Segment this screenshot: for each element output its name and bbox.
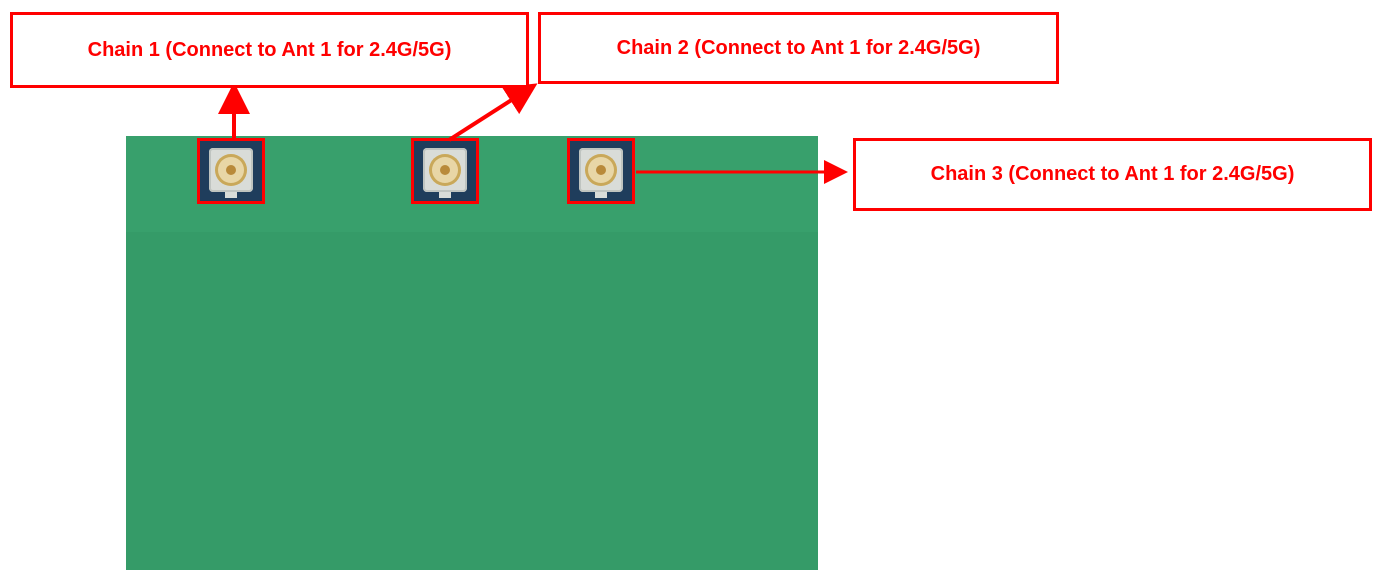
chain1-connector xyxy=(197,138,265,204)
chain2-connector xyxy=(411,138,479,204)
chain3-callout: Chain 3 (Connect to Ant 1 for 2.4G/5G) xyxy=(853,138,1372,211)
chain2-arrow xyxy=(447,83,538,142)
chain1-label: Chain 1 (Connect to Ant 1 for 2.4G/5G) xyxy=(87,38,452,61)
rf-connector-icon xyxy=(209,148,253,192)
chain1-callout: Chain 1 (Connect to Ant 1 for 2.4G/5G) xyxy=(10,12,529,88)
chain3-connector xyxy=(567,138,635,204)
rf-connector-icon xyxy=(579,148,623,192)
rf-connector-icon xyxy=(423,148,467,192)
chain2-callout: Chain 2 (Connect to Ant 1 for 2.4G/5G) xyxy=(538,12,1059,84)
chain3-label: Chain 3 (Connect to Ant 1 for 2.4G/5G) xyxy=(930,163,1295,185)
chain2-label: Chain 2 (Connect to Ant 1 for 2.4G/5G) xyxy=(616,36,981,59)
